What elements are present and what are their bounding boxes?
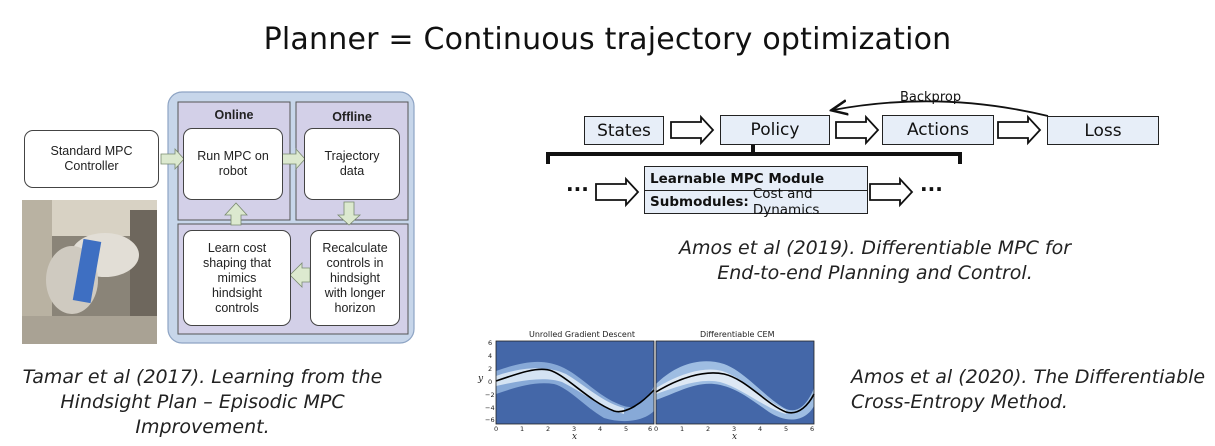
right-plot-title: Differentiable CEM — [700, 330, 775, 339]
ellipsis-left: ··· — [566, 177, 589, 201]
dcem-figure: Unrolled Gradient Descent Differentiable… — [474, 326, 824, 444]
x-tick: 4 — [758, 425, 763, 433]
states-box: States — [584, 116, 664, 145]
backprop-label: Backprop — [900, 90, 962, 105]
y-tick: −6 — [485, 416, 495, 424]
x-tick: 3 — [572, 425, 577, 433]
tamar-caption-line-3: Improvement. — [135, 416, 270, 438]
recalc-line-2: controls in — [326, 255, 384, 270]
recalculate-box: Recalculate controls in hindsight with l… — [310, 230, 400, 326]
policy-box: Policy — [720, 115, 830, 145]
x-tick: 2 — [546, 425, 551, 433]
y-tick: 6 — [488, 339, 493, 347]
diffmpc-caption-line-2: End-to-end Planning and Control. — [717, 262, 1033, 284]
recalc-line-3: hindsight — [329, 270, 381, 285]
x-tick: 1 — [520, 425, 525, 433]
x-tick: 0 — [654, 425, 659, 433]
diffmpc-caption-line-1: Amos et al (2019). Differentiable MPC fo… — [678, 237, 1072, 259]
x-tick: 5 — [624, 425, 629, 433]
x-axis-label-left: x — [572, 432, 578, 442]
x-tick: 6 — [810, 425, 815, 433]
tamar-caption-line-2: Hindsight Plan – Episodic MPC — [60, 391, 345, 413]
dcem-caption-line-1: Amos et al (2020). The Differentiable — [851, 366, 1206, 388]
learn-line-5: controls — [215, 300, 259, 315]
y-tick: 2 — [488, 365, 493, 373]
x-tick: 0 — [494, 425, 499, 433]
trajectory-line-2: data — [339, 164, 365, 178]
run-mpc-line-1: Run MPC on — [197, 149, 269, 163]
diffmpc-diagram: States Policy Actions Loss Backprop ··· … — [540, 84, 1170, 219]
diffmpc-graphics — [546, 84, 1049, 208]
x-tick: 5 — [784, 425, 789, 433]
tamar-caption-line-1: Tamar et al (2017). Learning from the — [22, 366, 383, 388]
submodules-value: Cost and Dynamics — [752, 186, 820, 218]
dcem-caption-line-2: Cross-Entropy Method. — [851, 391, 1068, 413]
y-tick: −2 — [485, 391, 495, 399]
submodules-label: Submodules: — [650, 194, 749, 210]
offline-label: Offline — [332, 110, 372, 124]
learn-line-4: hindsight — [211, 285, 263, 300]
learn-cost-box: Learn cost shaping that mimics hindsight… — [183, 230, 291, 326]
y-tick: −4 — [485, 404, 495, 412]
submodules-row: Submodules: Cost and Dynamics — [644, 186, 868, 218]
ellipsis-right: ··· — [920, 177, 943, 201]
x-tick: 4 — [598, 425, 603, 433]
learn-line-1: Learn cost — [207, 240, 267, 255]
tamar-diagram: Standard MPC Controller Online Offline R… — [20, 90, 420, 346]
online-label: Online — [214, 108, 254, 122]
trajectory-data-box: Trajectory data — [304, 128, 400, 200]
standard-mpc-controller-box: Standard MPC Controller — [24, 130, 159, 188]
learn-line-3: mimics — [217, 270, 257, 285]
loss-box: Loss — [1047, 116, 1159, 145]
recalc-line-1: Recalculate — [322, 240, 388, 255]
run-mpc-box: Run MPC on robot — [183, 128, 283, 200]
y-axis-label: y — [478, 374, 484, 384]
x-tick: 6 — [648, 425, 653, 433]
left-plot-title: Unrolled Gradient Descent — [529, 330, 636, 339]
tamar-caption: Tamar et al (2017). Learning from the Hi… — [10, 365, 395, 440]
diffmpc-caption: Amos et al (2019). Differentiable MPC fo… — [650, 236, 1100, 286]
trajectory-line-1: Trajectory — [324, 149, 380, 163]
actions-box: Actions — [882, 115, 994, 145]
recalc-line-5: horizon — [334, 300, 376, 315]
x-tick: 3 — [732, 425, 737, 433]
dcem-plots-graphics — [495, 340, 815, 425]
x-tick: 1 — [680, 425, 685, 433]
slide-title: Planner = Continuous trajectory optimiza… — [263, 22, 952, 57]
run-mpc-line-2: robot — [218, 164, 248, 178]
dcem-caption: Amos et al (2020). The Differentiable Cr… — [851, 365, 1211, 415]
x-axis-label-right: x — [732, 432, 738, 442]
learnable-mpc-module-title: Learnable MPC Module — [644, 166, 868, 191]
y-tick: 4 — [488, 352, 493, 360]
x-tick: 2 — [706, 425, 711, 433]
standard-mpc-label: Standard MPC Controller — [50, 144, 133, 173]
recalc-line-4: with longer — [324, 285, 386, 300]
learn-line-2: shaping that — [202, 255, 272, 270]
y-tick: 0 — [488, 378, 493, 386]
